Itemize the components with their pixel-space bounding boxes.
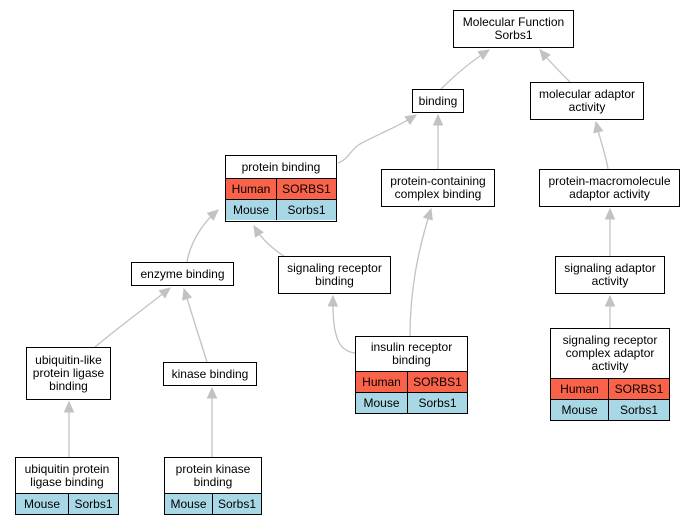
species-row-mouse: Mouse Sorbs1 <box>16 493 118 514</box>
edge-kinase-binding-to-enzyme-binding <box>183 288 208 363</box>
node-label: binding <box>418 93 458 108</box>
node-kinase-binding[interactable]: kinase binding <box>163 362 257 386</box>
edge-protein-binding-to-binding <box>337 114 417 164</box>
node-molecular-adaptor-activity[interactable]: molecular adaptor activity <box>530 82 644 120</box>
gene-cell: Sorbs1 <box>277 200 336 220</box>
species-cell: Mouse <box>165 494 213 514</box>
node-label: protein kinase binding <box>175 461 251 489</box>
arrowhead <box>206 386 218 399</box>
node-label: protein-macromolecule adaptor activity <box>548 174 671 201</box>
species-cell: Mouse <box>16 494 69 514</box>
node-label: protein binding <box>241 159 321 174</box>
node-label: enzyme binding <box>140 266 225 281</box>
node-label: ubiquitin-like protein ligase binding <box>32 353 105 393</box>
node-label: signaling receptor binding <box>287 261 382 288</box>
arrowhead <box>327 294 339 307</box>
species-row-human: Human SORBS1 <box>551 378 669 399</box>
arrowhead <box>593 120 604 134</box>
species-cell: Mouse <box>226 200 277 220</box>
edge-ubiquitin-like-protein-ligase-binding-to-enzyme-binding <box>94 287 171 348</box>
gene-cell: Sorbs1 <box>69 494 118 514</box>
node-label: insulin receptor binding <box>370 340 453 367</box>
node-protein-binding[interactable]: protein binding Human SORBS1 Mouse Sorbs… <box>225 155 337 222</box>
node-signaling-receptor-binding[interactable]: signaling receptor binding <box>278 256 391 294</box>
arrowhead <box>539 49 551 62</box>
node-protein-containing-complex-binding[interactable]: protein-containing complex binding <box>381 169 495 207</box>
node-signaling-receptor-complex-adaptor-activity[interactable]: signaling receptor complex adaptor activ… <box>550 328 670 421</box>
arrowhead <box>206 209 219 221</box>
species-row-human: Human SORBS1 <box>226 178 336 199</box>
arrowhead <box>158 287 171 299</box>
node-protein-macromolecule-adaptor-activity[interactable]: protein-macromolecule adaptor activity <box>539 169 680 207</box>
species-cell: Mouse <box>356 393 408 413</box>
gene-cell: SORBS1 <box>277 179 336 199</box>
node-protein-kinase-binding[interactable]: protein kinase binding Mouse Sorbs1 <box>164 457 262 515</box>
species-row-human: Human SORBS1 <box>356 371 467 392</box>
node-label: molecular adaptor activity <box>538 87 636 114</box>
node-insulin-receptor-binding[interactable]: insulin receptor binding Human SORBS1 Mo… <box>355 336 468 414</box>
gene-cell: Sorbs1 <box>213 494 261 514</box>
arrowhead <box>253 224 264 238</box>
node-enzyme-binding[interactable]: enzyme binding <box>131 262 234 286</box>
arrowhead <box>63 400 75 413</box>
gene-cell: SORBS1 <box>609 379 669 399</box>
species-row-mouse: Mouse Sorbs1 <box>356 392 467 413</box>
species-row-mouse: Mouse Sorbs1 <box>551 399 669 420</box>
node-molecular-function[interactable]: Molecular Function Sorbs1 <box>453 10 574 48</box>
node-label: kinase binding <box>171 366 249 381</box>
node-binding[interactable]: binding <box>412 89 464 113</box>
species-cell: Human <box>226 179 277 199</box>
arrowhead <box>604 294 616 307</box>
gene-cell: Sorbs1 <box>408 393 467 413</box>
node-label: signaling adaptor activity <box>564 261 656 288</box>
edge-insulin-receptor-binding-to-signaling-receptor-binding <box>332 295 357 354</box>
arrowhead <box>604 207 616 220</box>
arrowhead <box>422 207 433 221</box>
node-signaling-adaptor-activity[interactable]: signaling adaptor activity <box>555 256 665 294</box>
node-ubiquitin-like-protein-ligase-binding[interactable]: ubiquitin-like protein ligase binding <box>26 347 111 400</box>
arrowhead <box>182 287 193 301</box>
node-label: signaling receptor complex adaptor activ… <box>562 333 658 373</box>
species-row-mouse: Mouse Sorbs1 <box>165 493 261 514</box>
arrowhead <box>477 49 491 61</box>
arrowhead <box>432 113 444 126</box>
arrowhead <box>404 114 418 126</box>
node-ubiquitin-protein-ligase-binding[interactable]: ubiquitin protein ligase binding Mouse S… <box>15 457 119 515</box>
species-cell: Human <box>356 372 408 392</box>
edge-insulin-receptor-binding-to-protein-containing-complex-binding <box>409 208 432 337</box>
node-label: ubiquitin protein ligase binding <box>24 461 110 489</box>
node-label: protein-containing complex binding <box>390 174 486 201</box>
gene-cell: SORBS1 <box>408 372 467 392</box>
node-label: Molecular Function Sorbs1 <box>462 15 565 42</box>
species-cell: Mouse <box>551 400 609 420</box>
gene-cell: Sorbs1 <box>609 400 669 420</box>
species-row-mouse: Mouse Sorbs1 <box>226 199 336 220</box>
species-cell: Human <box>551 379 609 399</box>
